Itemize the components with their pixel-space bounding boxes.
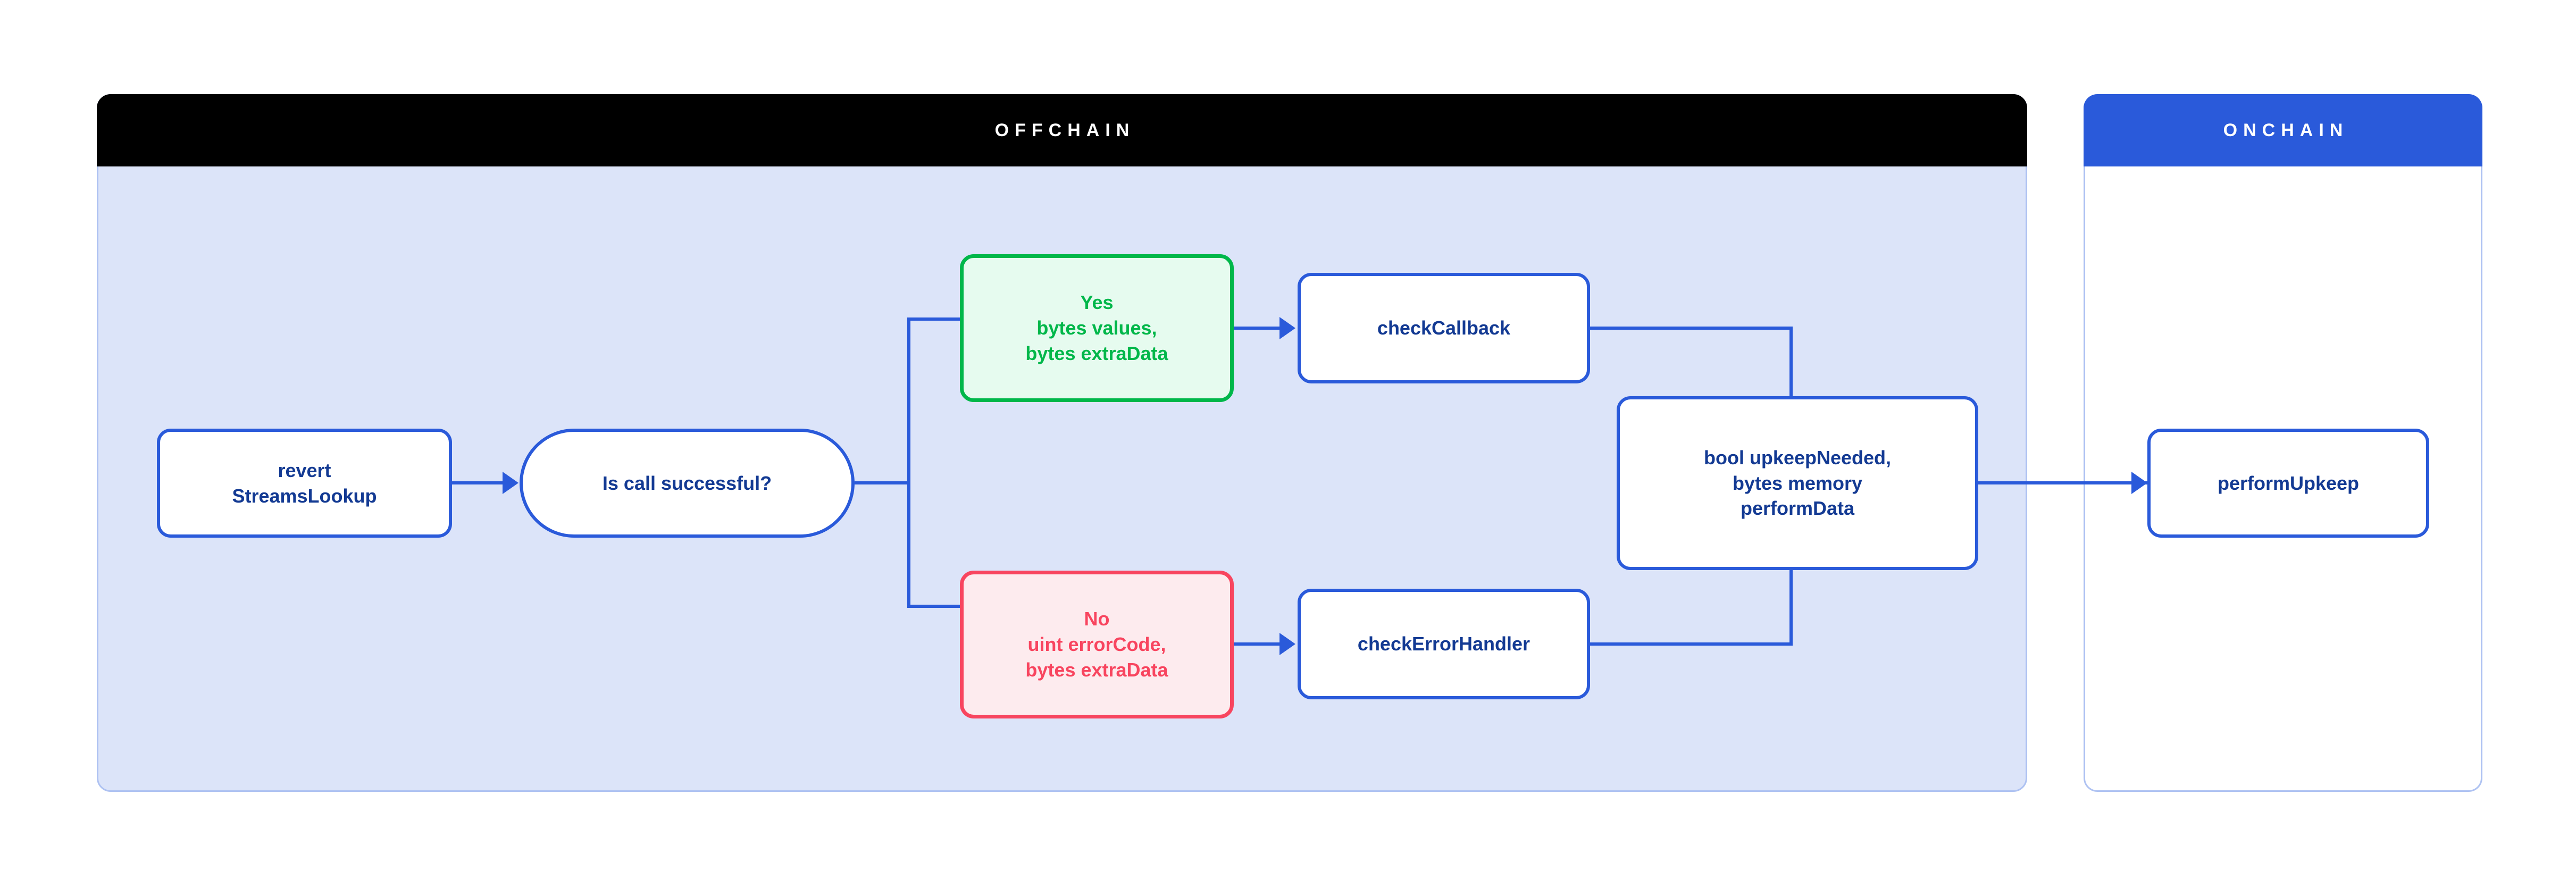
connector-revert-to-decision — [452, 481, 504, 484]
connector-check-error-handler-to-merge — [1590, 642, 1793, 646]
node-check-error-handler[interactable]: checkErrorHandler — [1298, 589, 1590, 699]
offchain-panel-header: OFFCHAIN — [97, 94, 2027, 166]
arrowhead-no-to-check-error-handler — [1279, 633, 1295, 655]
node-no-line-1: No — [1084, 608, 1110, 630]
connector-fork-to-no — [907, 605, 963, 608]
offchain-panel-title: OFFCHAIN — [994, 120, 1135, 140]
node-no-line-3: bytes extraData — [1025, 658, 1168, 681]
node-is-call-successful[interactable]: Is call successful? — [520, 429, 855, 538]
node-revert-line-2: StreamsLookup — [232, 484, 377, 507]
node-no-line-2: uint errorCode, — [1027, 633, 1166, 656]
node-revert-line-1: revert — [278, 459, 331, 481]
onchain-panel-header: ONCHAIN — [2084, 94, 2482, 166]
node-upkeep-needed-line-3: performData — [1740, 497, 1855, 520]
node-upkeep-needed-line-1: bool upkeepNeeded, — [1703, 446, 1892, 469]
node-upkeep-needed-result[interactable]: bool upkeepNeeded, bytes memory performD… — [1617, 396, 1978, 570]
connector-merge-lower-vertical — [1789, 567, 1793, 646]
connector-decision-fork-stem — [855, 481, 910, 484]
node-check-error-handler-label: checkErrorHandler — [1357, 633, 1530, 655]
arrowhead-yes-to-check-callback — [1279, 317, 1295, 339]
connector-no-to-check-error-handler — [1234, 642, 1281, 646]
connector-fork-spine — [907, 317, 910, 608]
connector-check-callback-to-merge — [1590, 327, 1793, 330]
onchain-panel-title: ONCHAIN — [2223, 120, 2349, 140]
node-check-callback-label: checkCallback — [1377, 317, 1511, 339]
node-check-callback[interactable]: checkCallback — [1298, 273, 1590, 383]
node-perform-upkeep-label: performUpkeep — [2217, 472, 2360, 494]
connector-fork-to-yes — [907, 317, 963, 321]
arrowhead-revert-to-decision — [503, 472, 518, 494]
arrowhead-upkeep-to-perform-upkeep — [2131, 472, 2147, 494]
node-yes-line-2: bytes values, — [1036, 317, 1157, 339]
node-upkeep-needed-line-2: bytes memory — [1732, 472, 1863, 494]
node-revert-streamslookup[interactable]: revert StreamsLookup — [157, 429, 452, 538]
node-yes-line-1: Yes — [1080, 291, 1114, 314]
node-yes-line-3: bytes extraData — [1025, 342, 1168, 364]
node-perform-upkeep[interactable]: performUpkeep — [2147, 429, 2429, 538]
node-yes-branch[interactable]: Yes bytes values, bytes extraData — [960, 254, 1234, 402]
connector-merge-upper-vertical — [1789, 327, 1793, 399]
node-no-branch[interactable]: No uint errorCode, bytes extraData — [960, 571, 1234, 718]
node-decision-label: Is call successful? — [602, 472, 772, 494]
connector-yes-to-check-callback — [1234, 327, 1281, 330]
connector-upkeep-to-perform-upkeep — [1978, 481, 2150, 484]
